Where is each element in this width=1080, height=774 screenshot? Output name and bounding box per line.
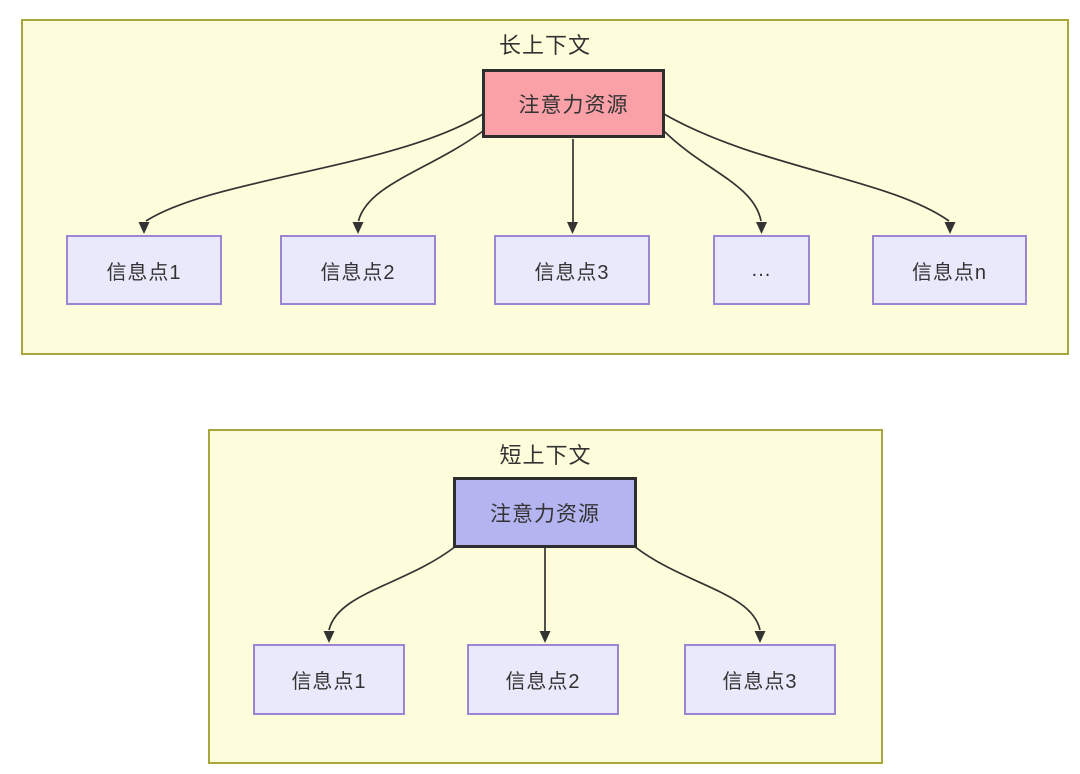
- short-info-node-1: 信息点1: [253, 644, 405, 715]
- short-context-title: 短上下文: [499, 443, 592, 468]
- long-attention-node: 注意力资源: [482, 69, 665, 138]
- short-attention-label: 注意力资源: [490, 502, 600, 526]
- short-attention-node: 注意力资源: [453, 477, 637, 548]
- long-info-node-1: 信息点1: [66, 235, 222, 305]
- short-info-label-3: 信息点3: [722, 671, 798, 693]
- short-info-label-1: 信息点1: [291, 671, 367, 693]
- long-info-node-3: 信息点3: [494, 235, 650, 305]
- short-info-node-2: 信息点2: [467, 644, 619, 715]
- long-info-node-n: 信息点n: [872, 235, 1027, 305]
- long-info-label-2: 信息点2: [320, 261, 396, 284]
- short-info-label-2: 信息点2: [505, 671, 581, 693]
- short-info-node-3: 信息点3: [684, 644, 836, 715]
- long-info-label-n: 信息点n: [911, 261, 988, 284]
- long-attention-label: 注意力资源: [518, 93, 629, 117]
- long-info-node-ellipsis: ...: [713, 235, 810, 305]
- long-info-label-ellipsis: ...: [751, 258, 772, 281]
- long-info-label-1: 信息点1: [106, 261, 182, 284]
- long-info-label-3: 信息点3: [534, 261, 610, 284]
- long-context-title: 长上下文: [498, 33, 591, 58]
- long-info-node-2: 信息点2: [280, 235, 436, 305]
